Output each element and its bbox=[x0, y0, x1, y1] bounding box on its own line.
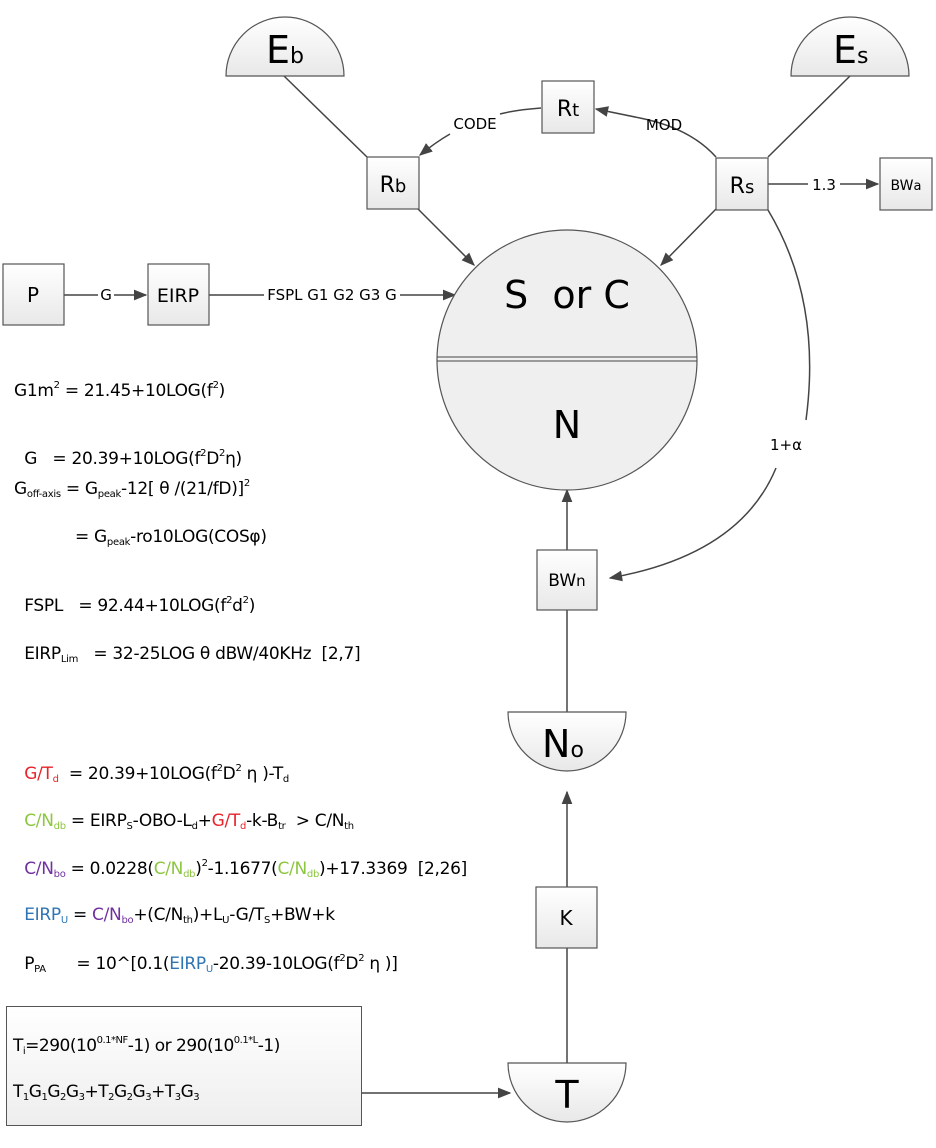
equation-cn-bo: C/Nbo = 0.0228(C/Ndb)2-1.1677(C/Ndb)+17.… bbox=[24, 858, 468, 880]
edge-label-code: CODE bbox=[453, 115, 496, 133]
edge-rt-rb-code-arrow bbox=[418, 133, 451, 156]
edge-label-rs-bwa: 1.3 bbox=[812, 176, 836, 194]
node-rt[interactable] bbox=[541, 80, 595, 134]
cascade-temp-formula: T1G1G2G3+T2G2G3+T3G3 bbox=[13, 1082, 200, 1103]
node-eirp-label: EIRP bbox=[157, 285, 199, 307]
node-t-label: T bbox=[554, 1073, 579, 1117]
edge-label-mod: MOD bbox=[646, 116, 682, 134]
node-no-label: No bbox=[542, 722, 584, 766]
equation-g-off-axis: Goff-axis = Gpeak-12[ θ /(21/fD)]2 bbox=[14, 478, 250, 500]
equation-g-off-axis-alt: = Gpeak-ro10LOG(COSφ) bbox=[75, 527, 267, 548]
node-rb-label: Rb bbox=[380, 173, 407, 198]
node-p[interactable] bbox=[2, 263, 65, 326]
edge-rs-bwn-bottom bbox=[608, 467, 777, 582]
edge-label-rs-bwn: 1+α bbox=[770, 436, 802, 454]
edge-rs-rt-mod bbox=[639, 117, 717, 158]
equation-eirp-lim: EIRPLim = 32-25LOG θ dBW/40KHz [2,7] bbox=[24, 644, 361, 665]
node-eirp[interactable] bbox=[147, 263, 210, 326]
equation-g1m: G1m2 = 21.45+10LOG(f2) bbox=[14, 380, 225, 401]
node-rs-label: Rs bbox=[730, 174, 755, 199]
node-no[interactable] bbox=[507, 711, 627, 772]
equation-p-pa: PPA = 10^[0.1(EIRPU-20.39-10LOG(f2D2 η )… bbox=[24, 953, 398, 975]
node-bwa[interactable] bbox=[879, 157, 933, 211]
edge-rs-bwn-top bbox=[767, 209, 811, 421]
node-eb-label: Eb bbox=[266, 28, 304, 72]
equation-cn-db: C/Ndb = EIRPS-OBO-Ld+G/Td-k-Btr > C/Nth bbox=[24, 811, 354, 832]
edge-label-p-eirp: G bbox=[100, 286, 112, 304]
edge-rb-sc bbox=[416, 207, 475, 266]
equation-fspl: FSPL = 92.44+10LOG(f2d2) bbox=[24, 595, 256, 616]
node-k-label: K bbox=[559, 906, 573, 930]
node-t[interactable] bbox=[507, 1062, 627, 1123]
noise-temp-formula: Ti=290(100.1*NF-1) or 290(100.1*L-1) bbox=[13, 1035, 280, 1057]
circle-top-label: S or C bbox=[504, 273, 630, 317]
equation-eirp-u: EIRPU = C/Nbo+(C/Nth)+LU-G/TS+BW+k bbox=[24, 905, 335, 926]
noise-temperature-box[interactable]: Ti=290(100.1*NF-1) or 290(100.1*L-1) T1G… bbox=[6, 1006, 362, 1126]
node-bwa-label: BWa bbox=[891, 178, 922, 194]
edge-es-rs bbox=[767, 75, 851, 158]
edge-rt-rb-code bbox=[499, 107, 542, 115]
node-rs[interactable] bbox=[715, 157, 769, 211]
node-rt-label: Rt bbox=[557, 97, 579, 122]
edge-label-eirp-sc: FSPL G1 G2 G3 G bbox=[267, 286, 397, 304]
node-p-label: P bbox=[27, 283, 39, 307]
node-es-label: Es bbox=[833, 28, 868, 72]
equation-g: G = 20.39+10LOG(f2D2η) bbox=[24, 448, 242, 469]
node-eb[interactable] bbox=[225, 16, 345, 77]
edge-rs-rt-mod-arrow bbox=[594, 106, 641, 119]
node-bwn-label: BWn bbox=[548, 571, 585, 591]
edge-rs-sc bbox=[660, 208, 717, 266]
node-bwn[interactable] bbox=[536, 549, 598, 611]
node-rb[interactable] bbox=[366, 156, 420, 210]
circle-bottom-label: N bbox=[553, 403, 581, 447]
node-k[interactable] bbox=[535, 886, 598, 949]
edge-eb-rb bbox=[283, 75, 368, 158]
node-es[interactable] bbox=[790, 16, 910, 77]
node-signal-noise-circle[interactable] bbox=[436, 229, 698, 491]
equation-g-over-td: G/Td = 20.39+10LOG(f2D2 η )-Td bbox=[24, 763, 289, 785]
